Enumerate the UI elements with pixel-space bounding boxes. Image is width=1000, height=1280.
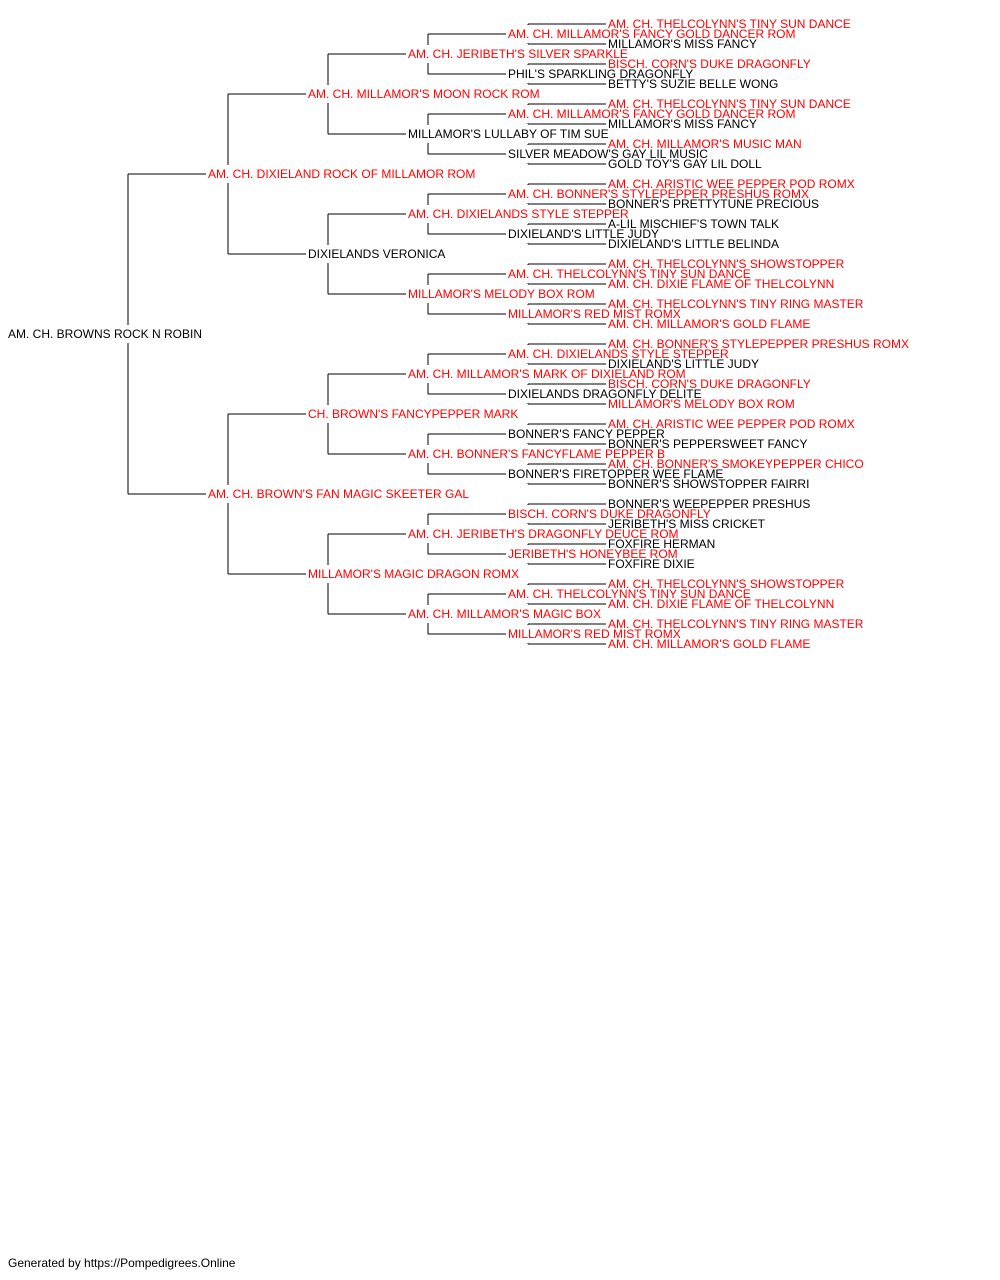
dog-name-dam-sire-dam-sire-sire: AM. CH. ARISTIC WEE PEPPER POD ROMX — [608, 417, 855, 431]
dog-name-sire-dam-sire-dam-sire: A-LIL MISCHIEF'S TOWN TALK — [608, 217, 779, 231]
dog-name-dam-dam-dam-dam-sire: AM. CH. THELCOLYNN'S TINY RING MASTER — [608, 617, 864, 631]
dog-name-dam-dam-sire-dam: JERIBETH'S HONEYBEE ROM — [508, 547, 678, 561]
dog-name-sire-sire-sire: AM. CH. JERIBETH'S SILVER SPARKLE — [408, 47, 628, 61]
dog-name-dam: AM. CH. BROWN'S FAN MAGIC SKEETER GAL — [208, 487, 469, 501]
dog-name-dam-sire-sire-sire-dam: DIXIELAND'S LITTLE JUDY — [608, 357, 759, 371]
dog-name-sire-sire-dam-dam-sire: AM. CH. MILLAMOR'S MUSIC MAN — [608, 137, 802, 151]
dog-name-dam-sire-sire-dam: DIXIELANDS DRAGONFLY DELITE — [508, 387, 702, 401]
dog-name-sire: AM. CH. DIXIELAND ROCK OF MILLAMOR ROM — [208, 167, 475, 181]
dog-name-sire-sire: AM. CH. MILLAMOR'S MOON ROCK ROM — [308, 87, 540, 101]
dog-name-sire-dam-dam-sire-dam: AM. CH. DIXIE FLAME OF THELCOLYNN — [608, 277, 834, 291]
dog-name-sire-dam-dam-sire-sire: AM. CH. THELCOLYNN'S SHOWSTOPPER — [608, 257, 845, 271]
dog-name-sire-dam-sire: AM. CH. DIXIELANDS STYLE STEPPER — [408, 207, 629, 221]
dog-name-sire-dam-sire-sire-dam: BONNER'S PRETTYTUNE PRECIOUS — [608, 197, 819, 211]
dog-name-sire-dam: DIXIELANDS VERONICA — [308, 247, 445, 261]
dog-name-dam-dam-dam-dam-dam: AM. CH. MILLAMOR'S GOLD FLAME — [608, 637, 810, 651]
dog-name-sire-dam-sire-sire: AM. CH. BONNER'S STYLEPEPPER PRESHUS ROM… — [508, 187, 809, 201]
dog-name-dam-dam-sire-sire: BISCH. CORN'S DUKE DRAGONFLY — [508, 507, 711, 521]
dog-name-dam-dam-dam-dam: MILLAMOR'S RED MIST ROMX — [508, 627, 681, 641]
dog-name-dam-dam: MILLAMOR'S MAGIC DRAGON ROMX — [308, 567, 519, 581]
dog-name-sire-sire-sire-sire-sire: AM. CH. THELCOLYNN'S TINY SUN DANCE — [608, 17, 851, 31]
dog-name-sire-dam-sire-dam: DIXIELAND'S LITTLE JUDY — [508, 227, 659, 241]
dog-name-sire-dam-dam: MILLAMOR'S MELODY BOX ROM — [408, 287, 595, 301]
dog-name-dam-dam-dam-sire-sire: AM. CH. THELCOLYNN'S SHOWSTOPPER — [608, 577, 845, 591]
dog-name-sire-sire-dam-dam-dam: GOLD TOY'S GAY LIL DOLL — [608, 157, 762, 171]
dog-name-dam-sire-sire-sire: AM. CH. DIXIELANDS STYLE STEPPER — [508, 347, 729, 361]
dog-name-sire-dam-dam-dam-dam: AM. CH. MILLAMOR'S GOLD FLAME — [608, 317, 810, 331]
dog-name-dam-sire-sire-sire-sire: AM. CH. BONNER'S STYLEPEPPER PRESHUS ROM… — [608, 337, 909, 351]
dog-name-sire-dam-sire-dam-dam: DIXIELAND'S LITTLE BELINDA — [608, 237, 779, 251]
dog-name-dam-sire-sire-dam-sire: BISCH. CORN'S DUKE DRAGONFLY — [608, 377, 811, 391]
dog-name-dam-dam-dam-sire-dam: AM. CH. DIXIE FLAME OF THELCOLYNN — [608, 597, 834, 611]
dog-name-dam-sire: CH. BROWN'S FANCYPEPPER MARK — [308, 407, 518, 421]
dog-name-sire-sire-sire-sire-dam: MILLAMOR'S MISS FANCY — [608, 37, 757, 51]
dog-name-dam-dam-sire-sire-dam: JERIBETH'S MISS CRICKET — [608, 517, 766, 531]
dog-name-sire-sire-dam-sire-sire: AM. CH. THELCOLYNN'S TINY SUN DANCE — [608, 97, 851, 111]
dog-name-dam-dam-sire: AM. CH. JERIBETH'S DRAGONFLY DEUCE ROM — [408, 527, 679, 541]
dog-name-dam-dam-sire-sire-sire: BONNER'S WEEPEPPER PRESHUS — [608, 497, 810, 511]
dog-name-sire-sire-dam-sire-dam: MILLAMOR'S MISS FANCY — [608, 117, 757, 131]
dog-name-sire-sire-sire-dam-sire: BISCH. CORN'S DUKE DRAGONFLY — [608, 57, 811, 71]
dog-name-sire-dam-dam-dam-sire: AM. CH. THELCOLYNN'S TINY RING MASTER — [608, 297, 864, 311]
generated-by-footer: Generated by https://Pompedigrees.Online — [8, 1256, 236, 1270]
dog-name-sire-sire-dam: MILLAMOR'S LULLABY OF TIM SUE — [408, 127, 609, 141]
dog-name-dam-dam-dam: AM. CH. MILLAMOR'S MAGIC BOX — [408, 607, 601, 621]
dog-name-sire-sire-sire-dam-dam: BETTY'S SUZIE BELLE WONG — [608, 77, 778, 91]
dog-name-dam-sire-dam-dam: BONNER'S FIRETOPPER WEE FLAME — [508, 467, 723, 481]
dog-name-dam-dam-sire-dam-sire: FOXFIRE HERMAN — [608, 537, 715, 551]
dog-name-dam-sire-dam-dam-sire: AM. CH. BONNER'S SMOKEYPEPPER CHICO — [608, 457, 864, 471]
dog-name-dam-sire-dam-sire-dam: BONNER'S PEPPERSWEET FANCY — [608, 437, 807, 451]
dog-name-dam-sire-dam-dam-dam: BONNER'S SHOWSTOPPER FAIRRI — [608, 477, 809, 491]
pedigree-connector-lines — [127, 23, 606, 645]
dog-name-dam-sire-dam: AM. CH. BONNER'S FANCYFLAME PEPPER B — [408, 447, 665, 461]
dog-name-sire-sire-dam-sire: AM. CH. MILLAMOR'S FANCY GOLD DANCER ROM — [508, 107, 795, 121]
dog-name-sire-sire-sire-dam: PHIL'S SPARKLING DRAGONFLY — [508, 67, 693, 81]
dog-name-sire-dam-dam-sire: AM. CH. THELCOLYNN'S TINY SUN DANCE — [508, 267, 751, 281]
dog-name-dam-sire-dam-sire: BONNER'S FANCY PEPPER — [508, 427, 665, 441]
dog-name-sire-dam-sire-sire-sire: AM. CH. ARISTIC WEE PEPPER POD ROMX — [608, 177, 855, 191]
dog-name-dam-sire-sire: AM. CH. MILLAMOR'S MARK OF DIXIELAND ROM — [408, 367, 686, 381]
dog-name-sire-sire-sire-sire: AM. CH. MILLAMOR'S FANCY GOLD DANCER ROM — [508, 27, 795, 41]
dog-name-sire-sire-dam-dam: SILVER MEADOW'S GAY LIL MUSIC — [508, 147, 708, 161]
dog-name-sire-dam-dam-dam: MILLAMOR'S RED MIST ROMX — [508, 307, 681, 321]
pedigree-labels: AM. CH. BROWNS ROCK N ROBIN AM. CH. DIXIE… — [8, 17, 909, 651]
dog-name-dam-dam-dam-sire: AM. CH. THELCOLYNN'S TINY SUN DANCE — [508, 587, 751, 601]
dog-name-: AM. CH. BROWNS ROCK N ROBIN — [8, 327, 202, 341]
dog-name-dam-sire-sire-dam-dam: MILLAMOR'S MELODY BOX ROM — [608, 397, 795, 411]
dog-name-dam-dam-sire-dam-dam: FOXFIRE DIXIE — [608, 557, 695, 571]
